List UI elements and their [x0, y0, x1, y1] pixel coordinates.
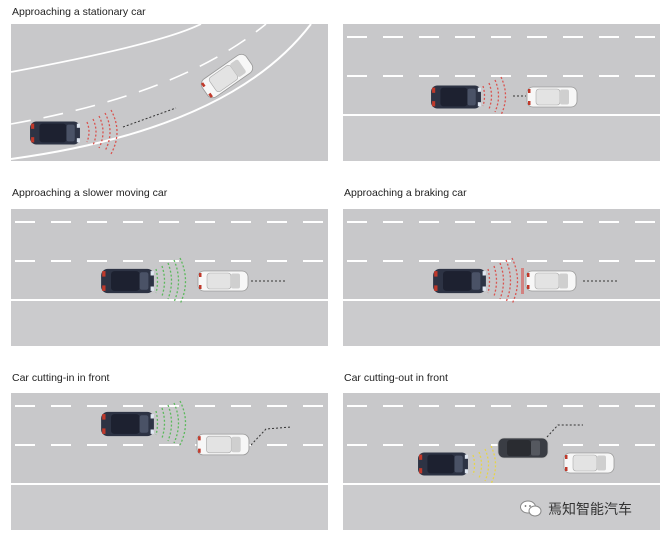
scene-stationary-straight — [343, 24, 660, 161]
stationary-car-icon — [526, 86, 578, 108]
scene-cut-out — [343, 393, 660, 530]
watermark: 焉知智能汽车 — [520, 497, 660, 521]
leading-car-icon — [563, 452, 615, 474]
caption-cut-in: Car cutting-in in front — [12, 372, 110, 384]
caption-stationary-curve: Approaching a stationary car — [12, 6, 146, 18]
panel-stationary-curve — [11, 24, 328, 161]
ego-car-icon — [418, 452, 468, 476]
cutting-out-car-icon — [497, 437, 549, 459]
panel-cut-out — [343, 393, 660, 530]
panel-braking-car — [343, 209, 660, 346]
panel-stationary-straight — [343, 24, 660, 161]
slower-car-icon — [197, 270, 249, 292]
scene-slower-car — [11, 209, 328, 346]
caption-slower-car: Approaching a slower moving car — [12, 187, 168, 199]
scene-braking-car — [343, 209, 660, 346]
scene-stationary-curve — [11, 24, 328, 161]
watermark-text: 焉知智能汽车 — [548, 502, 632, 518]
ego-car-icon — [431, 85, 481, 109]
caption-braking-car: Approaching a braking car — [344, 187, 467, 199]
caption-cut-out: Car cutting-out in front — [344, 372, 448, 384]
cutting-in-car-icon — [196, 433, 250, 456]
braking-car-icon — [525, 270, 577, 292]
scene-cut-in — [11, 393, 328, 530]
ego-car-icon — [101, 268, 154, 294]
ego-car-icon — [433, 268, 486, 294]
panel-slower-car — [11, 209, 328, 346]
ego-car-icon — [101, 411, 154, 437]
panel-cut-in — [11, 393, 328, 530]
ego-car-icon — [30, 121, 80, 145]
chat-bubble-icon — [520, 500, 542, 517]
